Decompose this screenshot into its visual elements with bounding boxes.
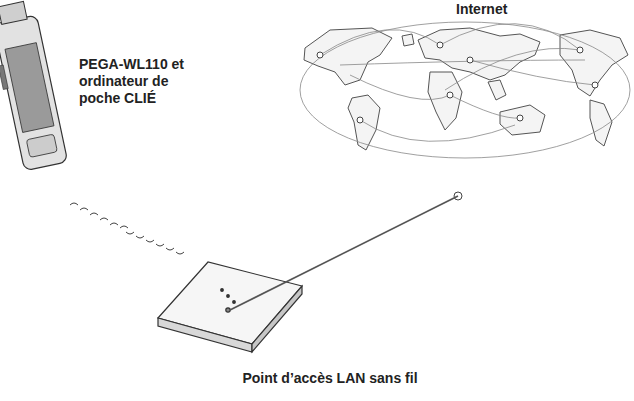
network-label: Internet [456,1,507,18]
access-point-label: Point d’accès LAN sans fil [220,370,440,387]
network-link [230,196,458,310]
network-nodes [317,42,598,200]
access-point [158,262,302,352]
world-map [304,28,628,150]
clie-handheld [0,0,68,172]
device-label: PEGA-WL110 et ordinateur de poche CLIÉ [79,56,197,107]
radio-waves [70,203,184,254]
network-arcs [300,22,630,158]
